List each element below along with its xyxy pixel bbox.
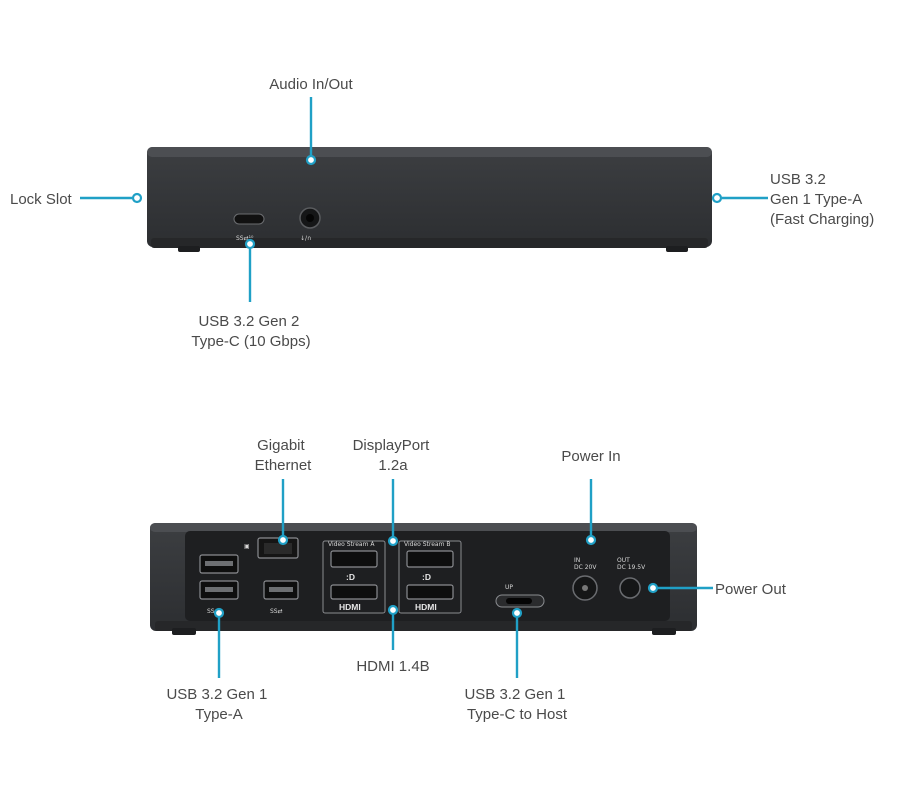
callout-displayport-line2: 1.2a bbox=[378, 457, 408, 474]
hdmi-b-icon bbox=[406, 584, 454, 600]
marker-usb-c-gen2 bbox=[244, 238, 256, 250]
callout-usb-c-host: USB 3.2 Gen 1 Type-C to Host bbox=[464, 686, 569, 723]
front-device-top-edge bbox=[147, 147, 712, 157]
power-in-label-1: IN bbox=[574, 557, 580, 564]
front-device-base bbox=[151, 238, 708, 248]
marker-hdmi bbox=[387, 604, 399, 616]
callout-usb-a-line1: USB 3.2 Gen 1 bbox=[166, 686, 267, 703]
front-device-body bbox=[147, 147, 712, 247]
callout-ethernet-line1: Gigabit bbox=[257, 437, 305, 454]
marker-power-out bbox=[647, 582, 659, 594]
power-out-port-icon bbox=[619, 577, 641, 599]
callout-usb-c-gen2: USB 3.2 Gen 2 Type-C (10 Gbps) bbox=[191, 313, 310, 350]
rear-port-panel bbox=[185, 531, 670, 621]
callout-power-in: Power In bbox=[561, 448, 620, 465]
usb-c-up-label: UP bbox=[505, 584, 513, 591]
callout-usb-a-fast-line2: Gen 1 Type-A bbox=[770, 191, 862, 208]
displayport-a-icon bbox=[330, 550, 378, 568]
power-in-pin bbox=[582, 585, 588, 591]
video-stream-a-label: Video Stream A bbox=[328, 541, 375, 548]
hdmi-logo-a: HDMI bbox=[339, 602, 361, 612]
rear-foot-right bbox=[652, 628, 676, 635]
ethernet-port-inner bbox=[264, 543, 292, 554]
hdmi-a-icon bbox=[330, 584, 378, 600]
callout-displayport: DisplayPort 1.2a bbox=[353, 437, 434, 474]
power-out-label-2: DC 19.5V bbox=[617, 564, 646, 571]
usb-c-port-mark: SS⇄¹⁰ bbox=[236, 235, 254, 242]
hdmi-logo-b: HDMI bbox=[415, 602, 437, 612]
marker-lock-slot bbox=[131, 192, 143, 204]
marker-usb-a-fast bbox=[711, 192, 723, 204]
video-stream-b-label: Video Stream B bbox=[404, 541, 450, 548]
callout-usb-c-host-line1: USB 3.2 Gen 1 bbox=[464, 686, 565, 703]
usb-a-port-3-tongue bbox=[269, 587, 293, 592]
usb-a-ss-mark-1: SS⇄ bbox=[207, 608, 220, 615]
callout-usb-a-line2: Type-A bbox=[195, 706, 243, 723]
usb-c-host-slot bbox=[506, 598, 532, 604]
callout-usb-a-fast-line3: (Fast Charging) bbox=[770, 211, 874, 228]
power-out-label: OUT DC 19.5V bbox=[617, 557, 646, 571]
rear-device-top-edge bbox=[150, 523, 697, 532]
front-view: SS⇄¹⁰ ↓/∩ Audio In/Out Lock Slot USB 3.2… bbox=[10, 76, 874, 350]
ethernet-symbol: ▣ bbox=[244, 543, 250, 550]
video-stream-a-frame bbox=[322, 540, 386, 614]
callout-usb-c-host-line2: Type-C to Host bbox=[467, 706, 568, 723]
marker-usb-c-host bbox=[511, 607, 523, 619]
marker-usb-a bbox=[213, 607, 225, 619]
callout-usb-c-gen2-line1: USB 3.2 Gen 2 bbox=[198, 313, 299, 330]
rear-device-base bbox=[155, 621, 692, 631]
rear-foot-left bbox=[172, 628, 196, 635]
marker-displayport bbox=[387, 535, 399, 547]
callout-ethernet-line2: Ethernet bbox=[255, 457, 313, 474]
usb-a-ss-mark-2: SS⇄ bbox=[270, 608, 283, 615]
front-foot-left bbox=[178, 246, 200, 252]
power-in-label-2: DC 20V bbox=[574, 564, 597, 571]
usb-a-port-1-tongue bbox=[205, 561, 233, 566]
displayport-b-icon bbox=[406, 550, 454, 568]
marker-ethernet bbox=[277, 534, 289, 546]
audio-jack-hole bbox=[306, 214, 314, 222]
marker-power-in bbox=[585, 534, 597, 546]
callout-usb-a: USB 3.2 Gen 1 Type-A bbox=[166, 686, 271, 723]
callout-hdmi: HDMI 1.4B bbox=[356, 658, 429, 675]
callout-displayport-line1: DisplayPort bbox=[353, 437, 431, 454]
usb-a-port-2-tongue bbox=[205, 587, 233, 592]
rear-view: SS⇄ ▣ SS⇄ Video Stream A :D HDMI Video S… bbox=[150, 437, 787, 723]
dp-logo-b: :D bbox=[422, 572, 431, 582]
callout-usb-a-fast: USB 3.2 Gen 1 Type-A (Fast Charging) bbox=[770, 171, 874, 228]
callout-ethernet: Gigabit Ethernet bbox=[255, 437, 313, 474]
callout-audio: Audio In/Out bbox=[269, 76, 353, 93]
callout-usb-c-gen2-line2: Type-C (10 Gbps) bbox=[191, 333, 310, 350]
callout-usb-a-fast-line1: USB 3.2 bbox=[770, 171, 826, 188]
power-in-label: IN DC 20V bbox=[574, 557, 597, 571]
dp-logo-a: :D bbox=[346, 572, 355, 582]
callout-power-out: Power Out bbox=[715, 581, 787, 598]
callout-lock-slot: Lock Slot bbox=[10, 191, 73, 208]
power-out-label-1: OUT bbox=[617, 557, 630, 564]
audio-jack-mark: ↓/∩ bbox=[300, 235, 311, 242]
front-foot-right bbox=[666, 246, 688, 252]
video-stream-b-frame bbox=[398, 540, 462, 614]
usb-c-port-icon bbox=[233, 213, 265, 225]
marker-audio bbox=[305, 154, 317, 166]
